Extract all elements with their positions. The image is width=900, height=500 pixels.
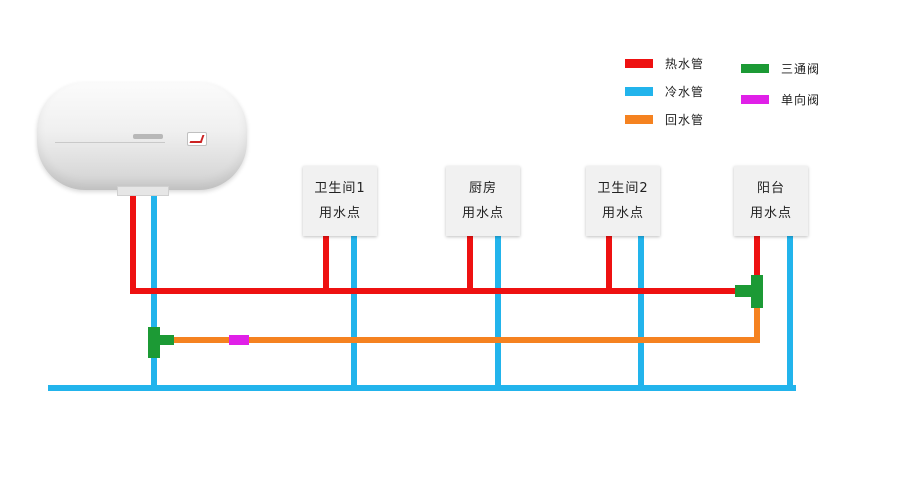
legend-swatch bbox=[741, 95, 769, 104]
cold-pipe-main bbox=[48, 385, 796, 391]
tee-valve-heater bbox=[148, 327, 174, 358]
hot-pipe-riser-3 bbox=[606, 236, 612, 291]
fixture-subtitle: 用水点 bbox=[318, 206, 361, 221]
legend-swatch bbox=[625, 115, 653, 124]
cold-pipe-riser-4 bbox=[787, 236, 793, 388]
cold-pipe-riser-3 bbox=[638, 236, 644, 388]
fixture-subtitle: 用水点 bbox=[601, 206, 644, 221]
fixture-name: 阳台 bbox=[756, 181, 785, 196]
legend-label: 回水管 bbox=[665, 113, 705, 127]
hot-pipe-main bbox=[130, 288, 746, 294]
return-pipe-vertical bbox=[754, 298, 760, 343]
heater-control-panel-icon bbox=[187, 132, 207, 146]
legend-label: 单向阀 bbox=[781, 93, 821, 107]
legend-swatch bbox=[625, 87, 653, 96]
cold-pipe-riser-1 bbox=[351, 236, 357, 388]
legend-label: 冷水管 bbox=[665, 85, 705, 99]
fixture-kitchen: 厨房 用水点 bbox=[446, 166, 520, 236]
fixture-name: 卫生间1 bbox=[314, 181, 366, 196]
fixture-subtitle: 用水点 bbox=[749, 206, 792, 221]
water-heater bbox=[37, 82, 247, 190]
heater-outlet-base bbox=[117, 186, 169, 196]
tee-valve-balcony bbox=[735, 275, 763, 308]
fixture-name: 厨房 bbox=[468, 181, 497, 196]
fixture-bathroom-1: 卫生间1 用水点 bbox=[303, 166, 377, 236]
fixture-name: 卫生间2 bbox=[597, 181, 649, 196]
fixture-balcony: 阳台 用水点 bbox=[734, 166, 808, 236]
legend-label: 热水管 bbox=[665, 57, 705, 71]
hot-pipe-riser-2 bbox=[467, 236, 473, 291]
return-pipe-horizontal bbox=[160, 337, 760, 343]
legend-label: 三通阀 bbox=[781, 62, 821, 76]
legend-swatch bbox=[741, 64, 769, 73]
fixture-bathroom-2: 卫生间2 用水点 bbox=[586, 166, 660, 236]
legend-swatch bbox=[625, 59, 653, 68]
hot-pipe-heater-riser bbox=[130, 194, 136, 294]
hot-pipe-riser-4 bbox=[754, 236, 760, 276]
cold-pipe-riser-2 bbox=[495, 236, 501, 388]
heater-logo bbox=[133, 134, 163, 139]
heater-trim-line bbox=[55, 142, 165, 143]
fixture-subtitle: 用水点 bbox=[461, 206, 504, 221]
check-valve bbox=[229, 335, 249, 345]
hot-pipe-riser-1 bbox=[323, 236, 329, 291]
